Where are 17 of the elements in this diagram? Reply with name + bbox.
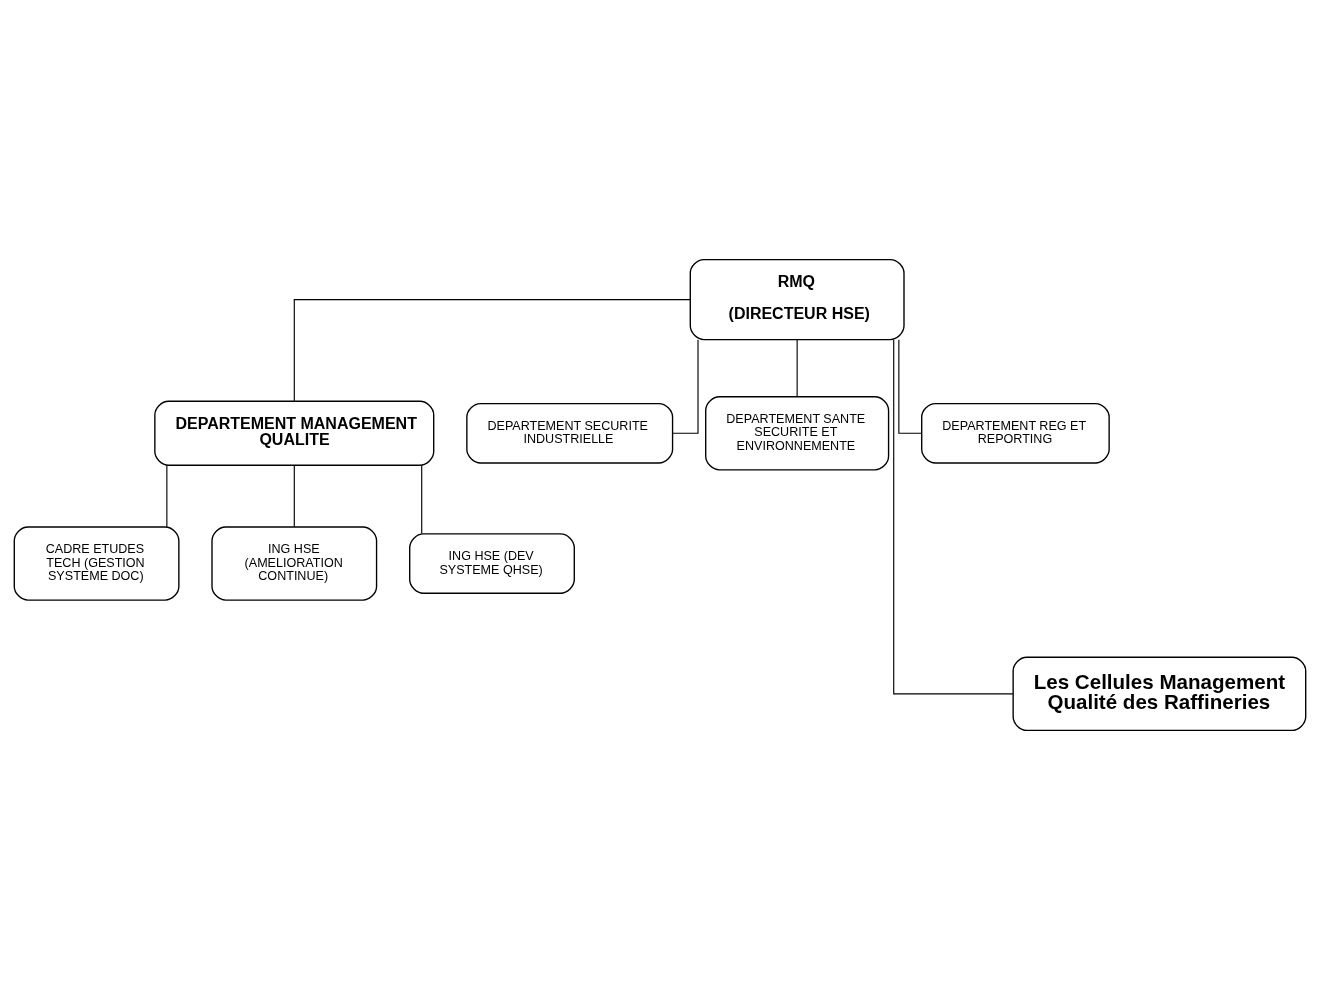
node-box: Les Cellules Management Qualité des Raffineries bbox=[1011, 656, 1306, 731]
node-box: DEPARTEMENT MANAGEMENT QUALITE bbox=[153, 400, 434, 466]
node-box: RMQ (DIRECTEUR HSE) bbox=[689, 258, 905, 340]
connector bbox=[897, 338, 922, 434]
node-box: DEPARTEMENT SANTE SECURITE ET ENVIRONNEMENTE bbox=[704, 395, 889, 471]
connector bbox=[293, 298, 691, 402]
connector bbox=[293, 464, 295, 527]
node-box: CADRE ETUDES TECH (GESTION SYSTEME DOC) bbox=[13, 525, 180, 601]
connector bbox=[796, 338, 798, 397]
node-box: DEPARTEMENT REG ET REPORTING bbox=[920, 402, 1110, 464]
node-box: ING HSE (AMELIORATION CONTINUE) bbox=[210, 525, 377, 601]
connector bbox=[892, 338, 1014, 694]
connector bbox=[420, 464, 422, 534]
node-box: DEPARTEMENT SECURITE INDUSTRIELLE bbox=[465, 402, 673, 464]
connector bbox=[671, 338, 699, 434]
connector bbox=[165, 464, 167, 527]
node-box: ING HSE (DEV SYSTEME QHSE) bbox=[408, 532, 575, 594]
